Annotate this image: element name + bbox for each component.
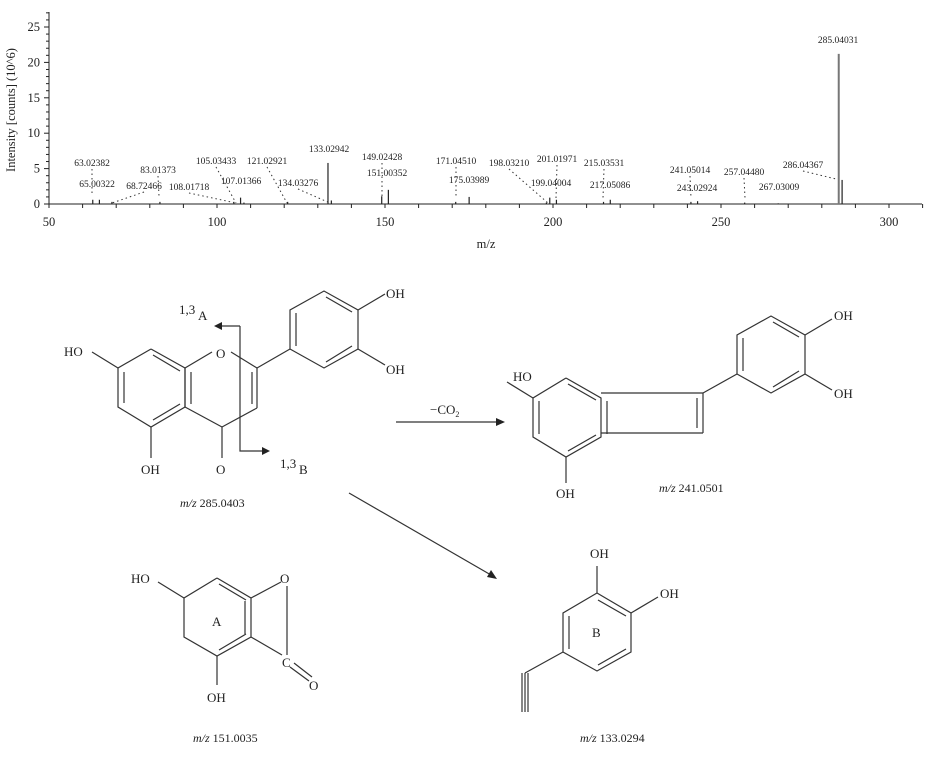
frag-a-carbon: C [282,655,291,670]
peak-label: 215.03531 [584,159,625,169]
peak-label: 108.01718 [169,183,210,193]
peak-label: 107.01366 [221,177,262,187]
x-ticks: 50 100 150 200 250 300 [43,204,924,229]
frag-a-ring-label: A [212,614,222,629]
y-tick-label: 0 [34,197,40,211]
y-tick-label: 25 [28,20,41,34]
peaks [92,53,843,204]
co2-loss-label: −CO2 [430,402,459,419]
peak-label: 151.00352 [367,169,408,179]
frag-a-oh: OH [207,690,226,705]
y-ticks: 0 5 10 15 20 25 [28,12,49,211]
parent-oh-4p: OH [386,286,405,301]
y-tick-label: 15 [28,91,41,105]
product-ho: HO [513,369,532,384]
product-oh-3p: OH [834,386,853,401]
peak-label: 171.04510 [436,157,477,167]
frag-b-ring-label: B [592,625,601,640]
frag-a-carbonyl-o: O [309,678,318,693]
peak-label: 241.05014 [670,166,711,176]
fragment-b-structure [521,566,659,712]
x-tick-label: 300 [880,215,899,229]
peak-label: 149.02428 [362,153,403,163]
frag-a-ring-o: O [280,571,289,586]
frag-b-oh-4: OH [660,586,679,601]
peak-label: 198.03210 [489,159,530,169]
fragmentation-arrow [348,492,492,576]
fragmentation-scheme [91,290,833,712]
parent-oh-3p: OH [386,362,405,377]
peak-label: 199.04004 [531,179,572,189]
peak-label: 285.04031 [818,36,859,46]
peak-label: 83.01373 [140,166,176,176]
peak-label: 175.03989 [449,176,490,186]
peak-label: 105.03433 [196,157,237,167]
cleavage-1-3-a-letter: A [198,308,208,323]
y-tick-label: 10 [28,126,41,140]
peak-label: 121.02921 [247,157,288,167]
parent-ring-o: O [216,346,225,361]
mass-spectrum-chart: 0 5 10 15 20 25 50 100 150 200 250 300 Intensity [… [4,12,924,251]
x-tick-label: 250 [712,215,731,229]
x-tick-label: 100 [208,215,227,229]
parent-oh-5: OH [141,462,160,477]
product-oh-bottom: OH [556,486,575,501]
peak-label: 65.00322 [79,180,115,190]
peak-label: 257.04480 [724,168,765,178]
frag-a-ho: HO [131,571,150,586]
cleavage-1-3-b-sup: 1,3 [280,456,296,471]
y-tick-label: 5 [34,162,40,176]
x-tick-label: 150 [376,215,395,229]
peak-label: 133.02942 [309,145,350,155]
peak-label: 63.02382 [74,159,110,169]
peak-label: 201.01971 [537,155,578,165]
x-axis-title: m/z [477,237,496,251]
fragment-a-structure [157,577,313,685]
peak-label: 68.72466 [126,182,162,192]
product-oh-4p: OH [834,308,853,323]
parent-carbonyl-o: O [216,462,225,477]
y-tick-label: 20 [28,55,41,69]
cleavage-1-3-b-letter: B [299,462,308,477]
parent-ho-7: HO [64,344,83,359]
peak-label: 267.03009 [759,183,800,193]
frag-b-oh-3: OH [590,546,609,561]
x-tick-label: 200 [544,215,563,229]
peak-label: 243.02924 [677,184,718,194]
product-241-structure [506,315,833,483]
parent-structure [91,290,386,458]
y-axis-title: Intensity [counts] (10^6) [4,48,18,172]
peak-label: 134.03276 [278,179,319,189]
cleavage-1-3-a-sup: 1,3 [179,302,195,317]
peak-label: 217.05086 [590,181,631,191]
peak-label: 286.04367 [783,161,824,171]
peak-labels: 63.02382 65.00322 68.72466 83.01373 105.0343… [74,36,859,204]
x-tick-label: 50 [43,215,56,229]
